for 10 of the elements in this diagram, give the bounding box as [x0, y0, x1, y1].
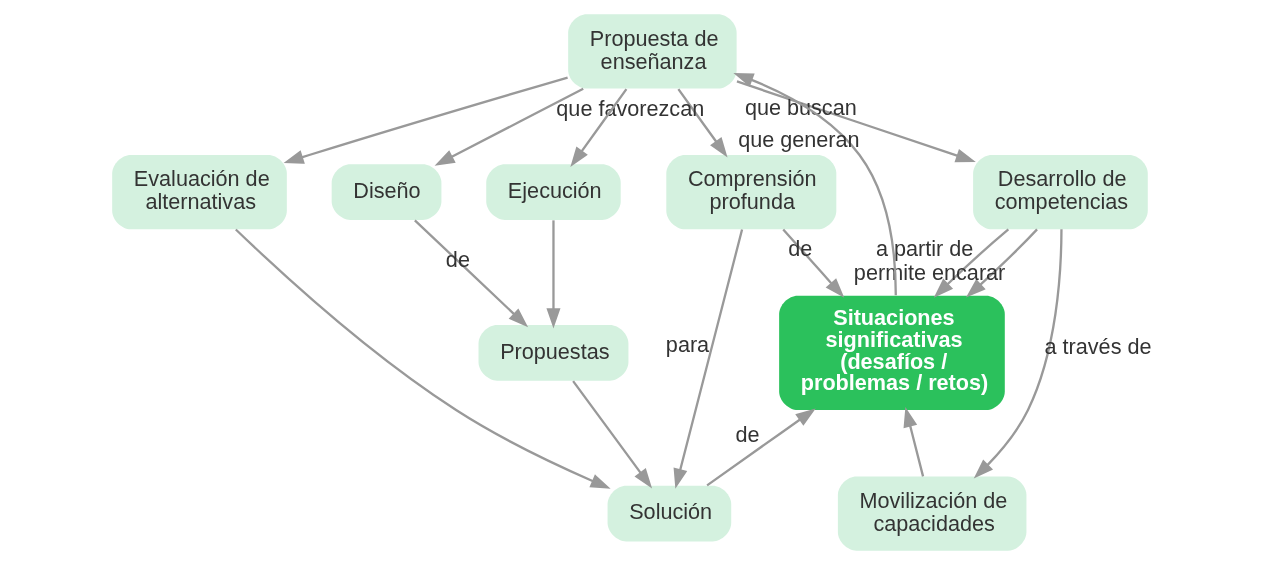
edge-label: que favorezcan — [555, 96, 704, 122]
edge-label: que buscan — [744, 95, 857, 121]
edge-label: de — [445, 246, 470, 272]
edge-label: a partir de — [875, 235, 973, 261]
edge-label: que generan — [737, 126, 860, 152]
edge-label: para — [665, 331, 709, 357]
edge-label: de — [735, 421, 760, 447]
edge-label: de — [787, 236, 812, 262]
edge-label: a través de — [1044, 333, 1152, 359]
edge-label: permite encarar — [853, 260, 1005, 286]
